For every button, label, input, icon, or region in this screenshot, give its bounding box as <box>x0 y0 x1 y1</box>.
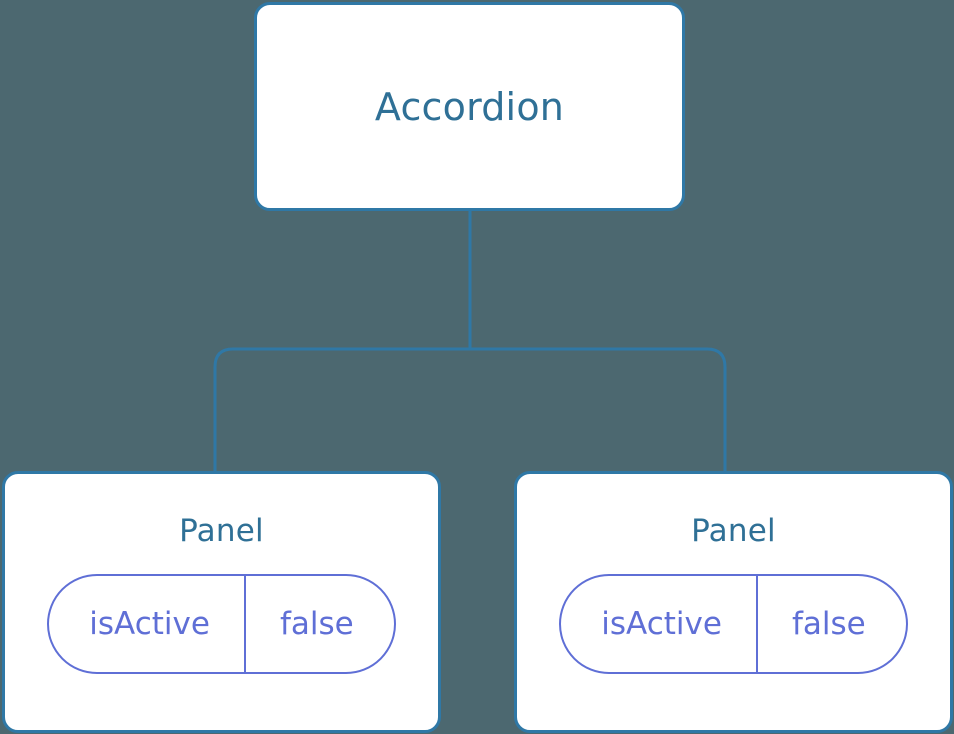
node-accordion-title: Accordion <box>374 84 565 129</box>
node-panel-1-title: Panel <box>179 513 264 549</box>
node-panel-2-title: Panel <box>691 513 776 549</box>
prop-key: isActive <box>601 605 722 642</box>
prop-pill-isactive-1[interactable]: isActive false <box>47 574 396 674</box>
prop-value: false <box>755 576 906 672</box>
prop-pill-isactive-2[interactable]: isActive false <box>559 574 908 674</box>
node-panel-2[interactable]: Panel isActive false <box>514 471 953 733</box>
prop-value: false <box>243 576 394 672</box>
prop-key: isActive <box>89 605 210 642</box>
node-accordion[interactable]: Accordion <box>254 2 685 211</box>
node-panel-1[interactable]: Panel isActive false <box>2 471 441 733</box>
edge-bus-to-right-child <box>470 347 727 480</box>
edge-bus-to-left-child <box>213 347 470 480</box>
